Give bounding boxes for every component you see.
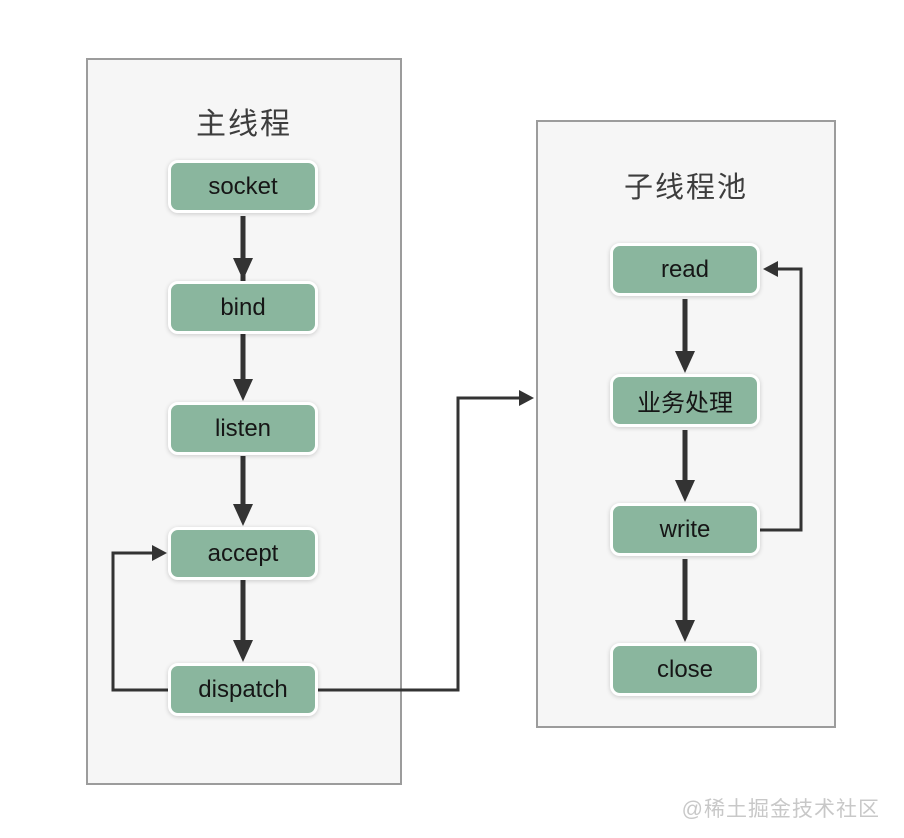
child-thread-pool-title: 子线程池 [623, 172, 748, 204]
node-write: write [610, 503, 760, 556]
main-thread-title: 主线程 [196, 108, 292, 141]
node-close: close [610, 643, 760, 696]
node-listen: listen [168, 402, 318, 455]
watermark: @稀土掘金技术社区 [681, 798, 880, 821]
node-dispatch: dispatch [168, 663, 318, 716]
node-accept: accept [168, 527, 318, 580]
node-socket: socket [168, 160, 318, 213]
node-read: read [610, 243, 760, 296]
node-business-processing: 业务处理 [610, 374, 760, 427]
node-bind: bind [168, 281, 318, 334]
